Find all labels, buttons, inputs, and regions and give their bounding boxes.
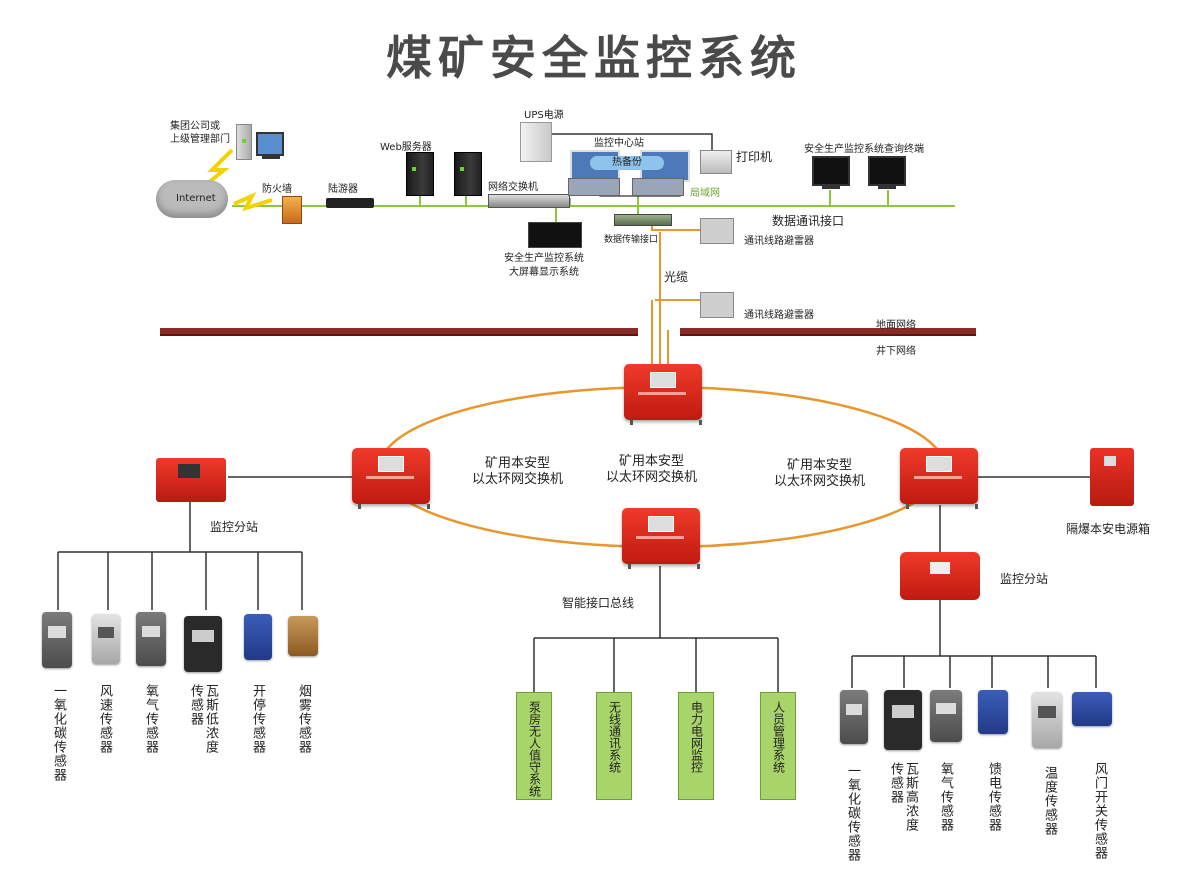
system-label-1: 无线通讯系统 xyxy=(607,701,622,773)
system-label-0: 泵房无人值守系统 xyxy=(527,701,542,797)
router-label: 陆游器 xyxy=(328,184,358,195)
control-center-label: 监控中心站 xyxy=(594,138,644,149)
smoke-sensor-icon xyxy=(288,616,318,656)
system-box-2: 电力电网监控 xyxy=(678,692,714,800)
web-server-icon xyxy=(454,152,482,196)
network-switch-icon xyxy=(488,194,570,208)
ups-icon xyxy=(520,122,552,162)
system-label-2: 电力电网监控 xyxy=(689,701,704,773)
left-sensor-label-0: 一氧化碳传感器 xyxy=(51,684,66,782)
right-sensor-label-0: 一氧化碳传感器 xyxy=(845,764,860,862)
ring-switch-right xyxy=(900,448,978,509)
left-sensor-label-3: 瓦斯低浓度传感器 xyxy=(188,684,218,754)
left-sensor-label-4: 开停传感器 xyxy=(250,684,265,754)
oxygen-sensor-icon xyxy=(930,690,962,742)
power-box-label: 隔爆本安电源箱 xyxy=(1066,522,1151,536)
ring-switch-left xyxy=(352,448,430,509)
co-sensor-icon xyxy=(42,612,72,668)
lightning-icon xyxy=(233,191,273,212)
big-screen-icon xyxy=(528,222,582,248)
web-server-icon xyxy=(406,152,434,196)
system-box-3: 人员管理系统 xyxy=(760,692,796,800)
internet-cloud-icon xyxy=(156,180,228,218)
ground-line-right xyxy=(680,328,976,336)
page-title: 煤矿安全监控系统 xyxy=(386,31,802,85)
internet-label: Internet xyxy=(176,193,216,204)
temperature-sensor-icon xyxy=(1032,692,1062,748)
lan-label: 局域网 xyxy=(690,188,720,199)
data-trans-device-icon xyxy=(614,214,672,226)
right-sensor-label-5: 风门开关传感器 xyxy=(1092,762,1107,860)
door-switch-sensor-icon xyxy=(1072,692,1112,726)
methane-high-sensor-icon xyxy=(884,690,922,750)
right-sensor-label-4: 温度传感器 xyxy=(1042,766,1057,836)
ups-label: UPS电源 xyxy=(524,110,564,121)
surge-protector-icon xyxy=(700,218,734,244)
surge-protector-label-2: 通讯线路避雷器 xyxy=(744,310,814,321)
underground-network-label: 井下网络 xyxy=(876,346,916,357)
router-icon xyxy=(326,198,374,208)
system-label-3: 人员管理系统 xyxy=(771,701,786,773)
surge-protector-icon xyxy=(700,292,734,318)
query-terminal-label: 安全生产监控系统查询终端 xyxy=(804,144,924,155)
wind-speed-sensor-icon xyxy=(92,614,120,664)
methane-sensor-icon xyxy=(184,616,222,672)
network-switch-label: 网络交换机 xyxy=(488,182,538,193)
firewall-label: 防火墙 xyxy=(262,184,292,195)
system-box-1: 无线通讯系统 xyxy=(596,692,632,800)
right-station-icon xyxy=(900,552,980,600)
switch-sensor-icon xyxy=(244,614,272,660)
right-station-label: 监控分站 xyxy=(1000,572,1049,586)
lightning-icon xyxy=(200,148,234,190)
data-trans-port-label: 数据传输接口 xyxy=(604,235,659,245)
left-station-label: 监控分站 xyxy=(210,520,259,534)
control-host-icon xyxy=(568,178,620,196)
web-server-label: Web服务器 xyxy=(380,142,432,153)
right-sensor-label-2: 氧气传感器 xyxy=(938,762,953,832)
fiber-label: 光缆 xyxy=(664,270,689,284)
hot-backup-label: 热备份 xyxy=(590,156,664,170)
surface-network-label: 地面网络 xyxy=(876,320,916,331)
pc-tower-icon xyxy=(236,124,252,160)
ground-line-left xyxy=(160,328,638,336)
ring-switch-top xyxy=(624,364,702,425)
group-company-label: 集团公司或 上级管理部门 xyxy=(170,121,230,145)
left-station-icon xyxy=(156,458,226,502)
system-box-0: 泵房无人值守系统 xyxy=(516,692,552,800)
big-screen-label: 安全生产监控系统 大屏幕显示系统 xyxy=(504,253,584,278)
right-sensor-label-1: 瓦斯高浓度传感器 xyxy=(888,762,918,832)
co-sensor-icon xyxy=(840,690,868,744)
firewall-icon xyxy=(282,196,302,224)
ring-switch-right-label: 矿用本安型 以太环网交换机 xyxy=(774,458,866,489)
power-box-icon xyxy=(1090,448,1134,506)
bus-label: 智能接口总线 xyxy=(562,596,635,610)
left-sensor-label-1: 风速传感器 xyxy=(97,684,112,754)
surge-protector-label-1: 通讯线路避雷器 xyxy=(744,236,814,247)
data-comm-port-label: 数据通讯接口 xyxy=(772,214,845,228)
ring-switch-left-label: 矿用本安型 以太环网交换机 xyxy=(472,456,564,487)
ring-switch-center-label: 矿用本安型 以太环网交换机 xyxy=(606,454,698,485)
ring-switch-bottom xyxy=(622,508,700,569)
left-sensor-label-5: 烟雾传感器 xyxy=(296,684,311,754)
oxygen-sensor-icon xyxy=(136,612,166,666)
control-host-icon xyxy=(632,178,684,196)
right-sensor-label-3: 馈电传感器 xyxy=(986,762,1001,832)
feed-sensor-icon xyxy=(978,690,1008,734)
printer-label: 打印机 xyxy=(736,150,773,164)
printer-icon xyxy=(700,150,732,174)
left-sensor-label-2: 氧气传感器 xyxy=(143,684,158,754)
